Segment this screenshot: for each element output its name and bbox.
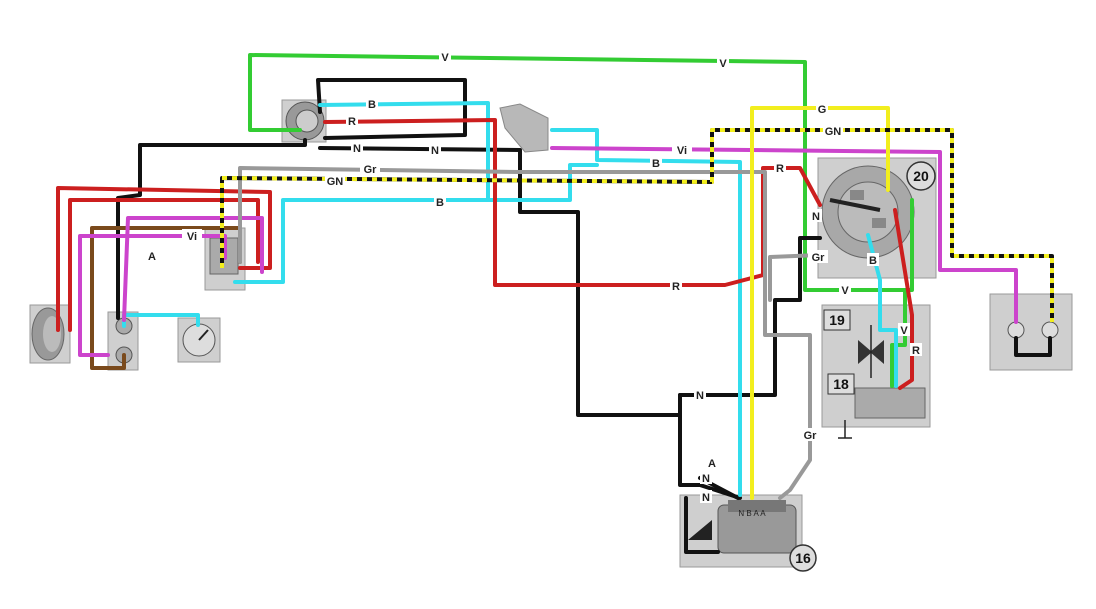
wire-label-b-switch: B bbox=[650, 156, 662, 170]
wire-label-r-low: R bbox=[670, 279, 682, 293]
wire-r-headlight-2 bbox=[68, 198, 260, 332]
main-connector bbox=[679, 494, 803, 568]
wire-vi-top bbox=[550, 146, 1018, 324]
wire-label-n-low: N bbox=[694, 388, 706, 402]
wire-gr-ignition bbox=[768, 253, 822, 302]
wire-label-b-mid: B bbox=[434, 195, 446, 209]
wire-label-n-speedo2: N bbox=[429, 143, 441, 157]
wire-label-text: Gr bbox=[804, 430, 818, 442]
wire-v-regulator bbox=[890, 288, 907, 388]
wire-label-r-ign: R bbox=[774, 161, 786, 175]
wire-label-text: GN bbox=[327, 176, 344, 188]
wire-label-text: G bbox=[818, 104, 827, 116]
wire-label-gr-mid: Gr bbox=[360, 162, 380, 176]
wire-label-text: A bbox=[708, 458, 716, 470]
wire-v-top bbox=[248, 53, 914, 292]
component-19-number: 19 bbox=[829, 312, 845, 328]
headlight bbox=[29, 304, 71, 364]
wire-label-text: N bbox=[812, 211, 820, 223]
wire-label-text: A bbox=[148, 251, 156, 263]
wire-label-text: Gr bbox=[812, 252, 826, 264]
wire-label-a-conn: A bbox=[706, 456, 718, 470]
wire-n-tail bbox=[1014, 336, 1052, 357]
ignition-switch bbox=[817, 157, 937, 279]
wire-label-v-ign: V bbox=[839, 283, 851, 297]
wire-n-speedometer-loop bbox=[316, 78, 467, 140]
wire-label-n-ign: N bbox=[810, 209, 822, 223]
wire-label-text: R bbox=[912, 345, 920, 357]
wire-label-text: V bbox=[900, 325, 908, 337]
wire-label-n-speedo: N bbox=[351, 141, 363, 155]
wire-vi-lamps bbox=[122, 216, 264, 322]
ignition-number-badge bbox=[906, 161, 936, 191]
wire-label-gr-low: Gr bbox=[800, 428, 820, 442]
wire-label-text: R bbox=[776, 163, 784, 175]
wire-label-r-reg: R bbox=[910, 343, 922, 357]
wire-label-g-top: G bbox=[816, 102, 828, 116]
wire-label-text: Vi bbox=[187, 231, 197, 243]
wire-label-text: Vi bbox=[677, 145, 687, 157]
connector-pin-labels: N B A A bbox=[738, 509, 766, 518]
wire-label-text: GN bbox=[825, 126, 842, 138]
component-16-number: 16 bbox=[795, 550, 811, 566]
component-18-number: 18 bbox=[833, 376, 849, 392]
wire-label-a-left: A bbox=[146, 249, 158, 263]
ignition-number: 20 bbox=[913, 168, 929, 184]
fuel-gauge bbox=[177, 317, 221, 363]
speedometer bbox=[281, 99, 327, 143]
wire-label-v-top: V bbox=[439, 50, 451, 64]
wire-label-vi-left: Vi bbox=[182, 229, 202, 243]
wire-label-text: B bbox=[436, 197, 444, 209]
wire-label-text: V bbox=[441, 52, 449, 64]
wire-label-text: Gr bbox=[364, 164, 378, 176]
wire-n-connector bbox=[678, 393, 742, 500]
wire-label-text: N bbox=[702, 473, 710, 485]
wire-label-b-ign: B bbox=[867, 253, 879, 267]
wire-r-speedometer bbox=[323, 118, 822, 287]
wire-label-text: B bbox=[652, 158, 660, 170]
wire-label-text: N bbox=[353, 143, 361, 155]
wire-label-text: R bbox=[672, 281, 680, 293]
wire-label-text: N bbox=[702, 492, 710, 504]
wire-label-text: N bbox=[431, 145, 439, 157]
horn-switch bbox=[499, 103, 549, 153]
wire-label-text: V bbox=[719, 58, 727, 70]
wire-label-vi-mid: Vi bbox=[672, 143, 692, 157]
wire-gr-main bbox=[238, 166, 812, 500]
wire-b-switch bbox=[550, 128, 742, 497]
wire-label-gn-mid: GN bbox=[325, 174, 345, 188]
component-19-badge bbox=[823, 309, 851, 331]
wire-vi-left bbox=[78, 234, 227, 357]
wire-label-gn-top: GN bbox=[823, 124, 843, 138]
wire-label-v-top2: V bbox=[717, 56, 729, 70]
wire-n-main bbox=[116, 138, 307, 320]
wire-label-v-reg: V bbox=[898, 323, 910, 337]
wire-label-text: B bbox=[368, 99, 376, 111]
wire-label-r-speedo: R bbox=[346, 114, 358, 128]
component-18-badge bbox=[827, 373, 855, 395]
component-16-badge bbox=[789, 544, 817, 572]
wire-label-gr-ign: Gr bbox=[808, 250, 828, 264]
wire-label-n-conn: N bbox=[700, 471, 712, 485]
wire-label-n-conn2: N bbox=[700, 490, 712, 504]
tail-light bbox=[989, 293, 1073, 371]
wire-label-text: N bbox=[696, 390, 704, 402]
wire-b-speedometer bbox=[233, 101, 490, 284]
wire-label-b-speedo: B bbox=[366, 97, 378, 111]
wire-label-text: B bbox=[869, 255, 877, 267]
wire-label-text: R bbox=[348, 116, 356, 128]
wire-label-text: V bbox=[841, 285, 849, 297]
